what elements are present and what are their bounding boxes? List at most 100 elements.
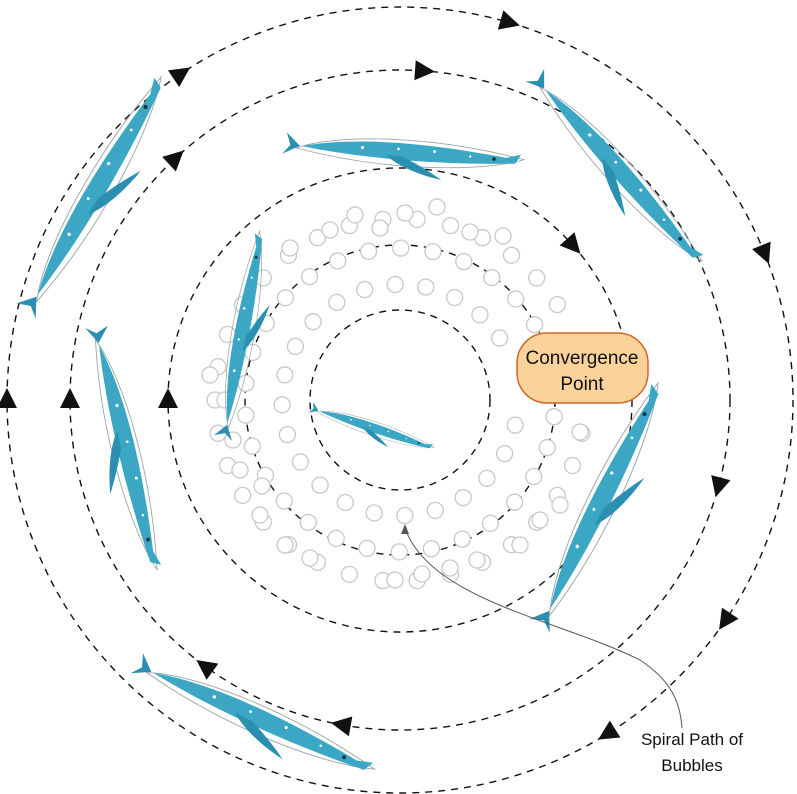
bubble-icon	[371, 219, 389, 237]
bubble-icon	[495, 444, 514, 463]
bubble-icon	[231, 461, 249, 479]
bubble-icon	[321, 221, 339, 239]
arrow-head-icon	[752, 241, 779, 268]
bubble-icon	[234, 486, 252, 505]
bubble-icon	[278, 425, 297, 444]
whales	[9, 62, 709, 794]
bubble-icon	[308, 229, 327, 247]
bubble-icon	[461, 223, 479, 241]
bubble-icon	[386, 571, 404, 589]
bubble-icon	[441, 216, 460, 235]
bubble-icon	[490, 329, 509, 347]
arrow-head-icon	[329, 713, 353, 737]
bubble-icon	[511, 536, 529, 554]
bubble-icon	[525, 316, 544, 334]
bubble-icon	[276, 366, 294, 384]
arrow-head-icon	[162, 143, 191, 172]
bubble-icon	[545, 408, 563, 426]
bubble-icon	[329, 252, 347, 270]
whale-icon	[516, 62, 709, 282]
bubble-icon	[455, 252, 473, 271]
bubble-icon	[494, 227, 512, 245]
arrow-head-icon	[706, 475, 731, 500]
bubble-icon	[328, 293, 346, 312]
bubble-icon	[251, 506, 269, 524]
bubble-icon	[275, 492, 293, 510]
whale-icon	[74, 321, 166, 577]
arrow-head-icon	[60, 388, 80, 408]
bubble-icon	[390, 543, 408, 561]
bubble-icon	[286, 337, 305, 356]
arrow-head-icon	[414, 60, 436, 82]
bubble-icon	[428, 198, 446, 216]
bubble-icon	[525, 467, 543, 486]
convergence-callout: Convergence Point	[516, 332, 649, 404]
spiral-path-label-line1: Spiral Path of	[641, 730, 743, 749]
arrow-head-icon	[158, 388, 178, 408]
arrow-head-icon	[592, 720, 621, 749]
bubble-icon	[396, 204, 414, 222]
bubble-icon	[478, 469, 496, 487]
bubble-icon	[359, 242, 378, 260]
bubble-icon	[304, 313, 322, 331]
bubble-icon	[424, 242, 442, 261]
bubble-icon	[346, 206, 364, 224]
bubble-icon	[468, 551, 486, 569]
dashed-ring-5	[309, 309, 491, 491]
whale-icon	[305, 398, 437, 463]
bubble-icon	[548, 295, 566, 314]
bubble-icon	[417, 278, 435, 296]
bubble-icon	[218, 325, 237, 344]
bubble-icon	[426, 501, 444, 520]
spiral-path-label-line2: Bubbles	[661, 756, 722, 775]
bubble-icon	[276, 536, 294, 554]
bubble-icon	[291, 453, 310, 471]
bubble-icon	[386, 275, 404, 294]
convergence-label-line1: Convergence	[525, 348, 638, 369]
spiral-leader-line	[404, 527, 683, 729]
bubble-icon	[253, 477, 271, 495]
arrow-head-icon	[710, 607, 739, 636]
bubble-icon	[454, 488, 472, 507]
bubble-icon	[244, 343, 262, 361]
bubble-icon	[528, 269, 546, 287]
bubble-icon	[356, 280, 374, 299]
bubble-icon	[273, 396, 291, 414]
bubble-icon	[281, 239, 299, 257]
bubble-icon	[481, 514, 500, 533]
bubble-icon	[237, 406, 255, 424]
bubble-icon	[502, 246, 521, 264]
bubble-icon	[506, 416, 524, 434]
bubble-icon	[563, 456, 582, 475]
bubble-icon	[531, 511, 549, 529]
bubble-icon	[483, 268, 501, 287]
bubble-icon	[396, 506, 414, 525]
bubble-icon	[336, 493, 354, 512]
whale-icon	[280, 126, 526, 189]
dashed-ring-2	[69, 69, 731, 731]
bubble-icon	[327, 529, 345, 548]
bubble-icon	[301, 549, 319, 567]
bubble-icon	[201, 366, 219, 384]
arrow-head-icon	[497, 10, 523, 36]
convergence-label-line2: Point	[560, 374, 604, 395]
bubble-icon	[422, 540, 441, 558]
bubble-icon	[441, 559, 459, 577]
arrow-head-icon	[167, 59, 196, 87]
bubble-icon	[276, 289, 295, 307]
bubble-icon	[243, 437, 261, 455]
bubble-icon	[551, 496, 569, 514]
dashed-ring-1	[6, 6, 794, 794]
bubble-icon	[507, 290, 525, 308]
bubble-icon	[571, 423, 589, 441]
bubble-icon	[365, 504, 383, 522]
arrow-head-icon	[190, 651, 219, 680]
bubble-icon	[413, 565, 431, 583]
bubble-icon	[471, 306, 489, 324]
bubble-icon	[453, 530, 471, 548]
bubble-icon	[300, 267, 319, 286]
bubble-icon	[505, 493, 524, 511]
whale-icon	[9, 71, 190, 325]
bubble-icon	[446, 288, 464, 307]
